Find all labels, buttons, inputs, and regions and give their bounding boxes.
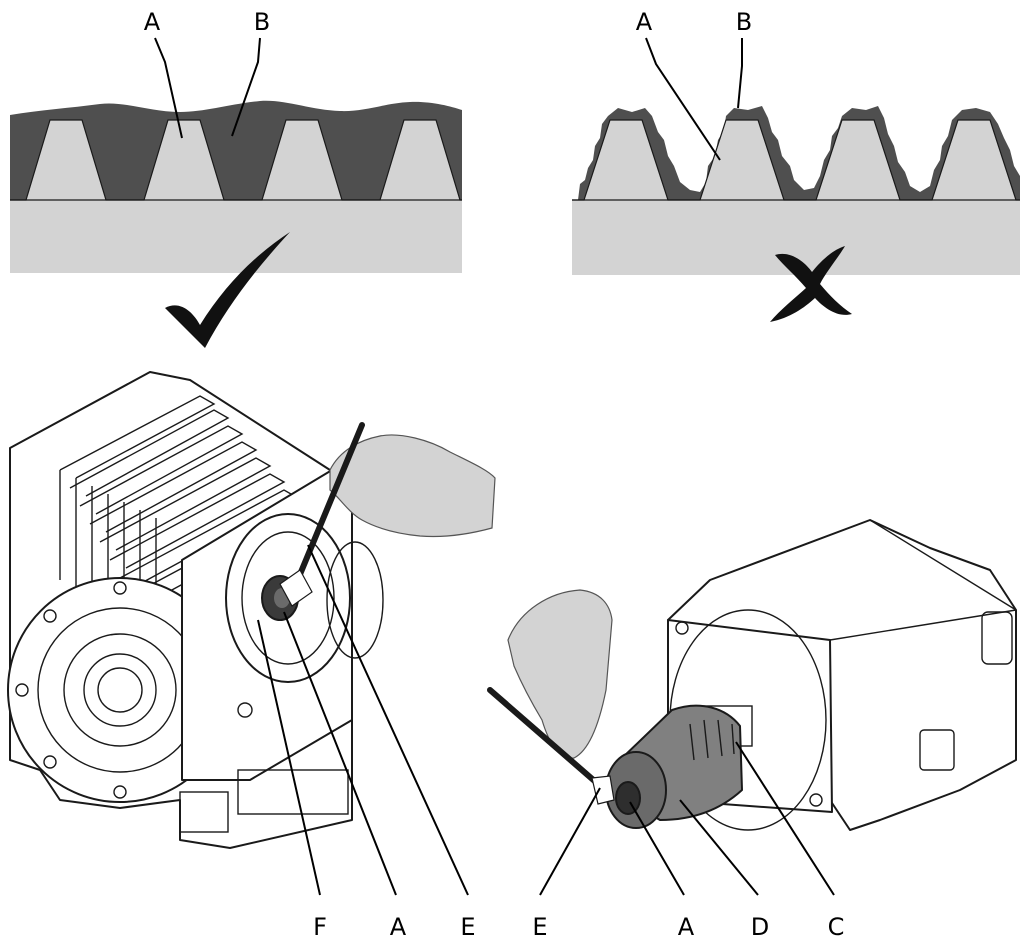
incorrect-grease-panel: A B [572, 8, 1020, 322]
cross-mark-icon [770, 246, 852, 322]
brush-handle-left [293, 422, 365, 587]
gloved-hand [329, 434, 496, 538]
correct-grease-layer [10, 100, 462, 200]
callout-c: C [828, 913, 845, 941]
correct-grease-panel: A B [10, 8, 462, 348]
check-mark-icon [165, 232, 290, 348]
callout-a-motor: A [678, 913, 695, 941]
motor-illustration [487, 519, 1017, 896]
gearbox-illustration [7, 371, 496, 896]
callout-b-incorrect: B [736, 8, 752, 36]
callout-d: D [751, 913, 769, 941]
brush-handle-right [487, 687, 601, 787]
callout-e-gearbox: E [460, 913, 475, 941]
callout-e-motor: E [532, 913, 547, 941]
gloved-hand-right [507, 589, 613, 759]
bottom-callouts: F A E E A D C [313, 913, 844, 941]
callout-b-correct: B [254, 8, 270, 36]
callout-f: F [313, 913, 327, 941]
brush-bristles-right [591, 775, 615, 805]
callout-a-incorrect: A [636, 8, 653, 36]
callout-a-gearbox: A [390, 913, 407, 941]
grease-on-pinion [615, 781, 641, 815]
callout-a-correct: A [144, 8, 161, 36]
correct-panel-base [10, 200, 462, 273]
brush-bristles-left [279, 569, 313, 607]
